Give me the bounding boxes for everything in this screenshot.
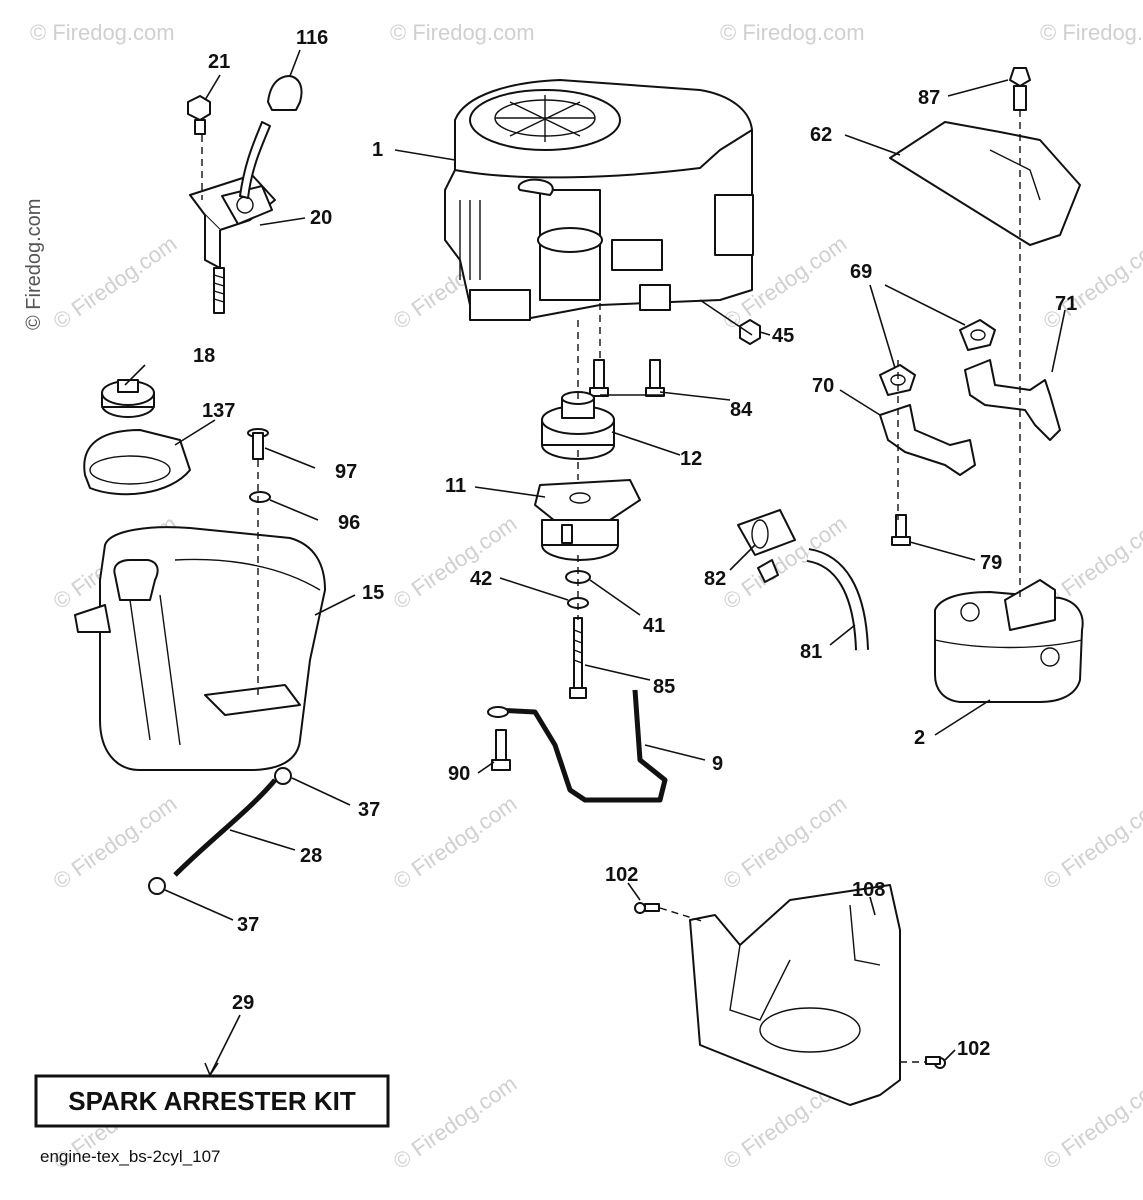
- engine-part: [444, 79, 754, 321]
- watermark-text: © Firedog.com: [389, 511, 522, 614]
- screw-part: [247, 428, 269, 460]
- bolt-part: [891, 514, 911, 546]
- leader-lines: [124, 49, 1066, 1077]
- callout-37: 37: [237, 914, 259, 936]
- watermark-text: © Firedog.com: [720, 20, 865, 45]
- watermark-text: © Firedog.com: [23, 199, 45, 330]
- callout-116: 116: [296, 27, 328, 49]
- callout-82: 82: [704, 568, 726, 590]
- fuel-tank-part: [74, 526, 326, 771]
- callout-15: 15: [362, 582, 384, 604]
- throttle-control-part: [187, 75, 303, 314]
- bolt-part: [491, 729, 511, 771]
- callout-84: 84: [730, 399, 753, 421]
- fuel-line-part: [173, 778, 277, 877]
- callout-79: 79: [980, 552, 1002, 574]
- watermark-text: © Firedog.com: [389, 1071, 522, 1174]
- callout-41: 41: [643, 615, 665, 637]
- callout-37: 37: [358, 799, 380, 821]
- pulley-part: [541, 391, 615, 460]
- clamp-part: [274, 767, 292, 785]
- watermark-text: © Firedog.com: [1040, 20, 1143, 45]
- fuel-filter-part: [737, 509, 796, 583]
- watermark-text: © Firedog.com: [389, 791, 522, 894]
- washer-part: [249, 491, 271, 503]
- callout-87: 87: [918, 87, 940, 109]
- callout-102: 102: [957, 1038, 990, 1060]
- muffler-part: [934, 579, 1084, 703]
- bracket-part: [689, 884, 901, 1106]
- clutch-part: [534, 479, 641, 561]
- diagram-caption: engine-tex_bs-2cyl_107: [40, 1147, 221, 1166]
- callout-labels: 116 21 20 1 87 62 18 137 45 69 71 70 84 …: [193, 27, 1077, 1060]
- exhaust-pipe-part: [879, 359, 1061, 476]
- callout-69: 69: [850, 261, 872, 283]
- watermark-text: © Firedog.com: [1039, 791, 1143, 894]
- callout-29: 29: [232, 992, 254, 1014]
- watermark-text: © Firedog.com: [719, 791, 852, 894]
- assembly-lines: [201, 110, 1021, 1063]
- watermark-text: © Firedog.com: [30, 20, 175, 45]
- shroud-part: [83, 429, 191, 496]
- callout-1: 1: [372, 139, 383, 161]
- callout-62: 62: [810, 124, 832, 146]
- hose-core: [806, 550, 867, 651]
- callout-97: 97: [335, 461, 357, 483]
- watermark-text: © Firedog.com: [1039, 1071, 1143, 1174]
- callout-96: 96: [338, 512, 360, 534]
- callout-137: 137: [202, 400, 235, 422]
- callout-102: 102: [605, 864, 638, 886]
- nut-part: [739, 319, 761, 345]
- callout-90: 90: [448, 763, 470, 785]
- kit-label: SPARK ARRESTER KIT: [68, 1086, 356, 1116]
- callout-18: 18: [193, 345, 215, 367]
- callout-20: 20: [310, 207, 332, 229]
- clamp-part: [148, 877, 166, 895]
- watermark-text: © Firedog.com: [390, 20, 535, 45]
- callout-45: 45: [772, 325, 794, 347]
- callout-9: 9: [712, 753, 723, 775]
- callout-11: 11: [445, 475, 466, 497]
- screw-part: [634, 902, 946, 1069]
- watermark-text: © Firedog.com: [1039, 231, 1143, 334]
- spark-arrester-kit-box: SPARK ARRESTER KIT: [34, 1074, 390, 1128]
- rod-part: [494, 689, 668, 803]
- heat-shield-part: [889, 67, 1081, 246]
- callout-28: 28: [300, 845, 322, 867]
- bolt-part: [589, 359, 665, 397]
- bolt-part: [569, 617, 587, 699]
- callout-21: 21: [208, 51, 230, 73]
- callout-70: 70: [812, 375, 834, 397]
- callout-71: 71: [1055, 293, 1077, 315]
- fuel-cap-part: [101, 379, 155, 418]
- watermark-text: © Firedog.com: [49, 231, 182, 334]
- rod-eye: [487, 706, 509, 718]
- callout-85: 85: [653, 676, 675, 698]
- callout-81: 81: [800, 641, 822, 663]
- callout-42: 42: [470, 568, 492, 590]
- callout-12: 12: [680, 448, 702, 470]
- callout-108: 108: [852, 879, 885, 901]
- callout-2: 2: [914, 727, 925, 749]
